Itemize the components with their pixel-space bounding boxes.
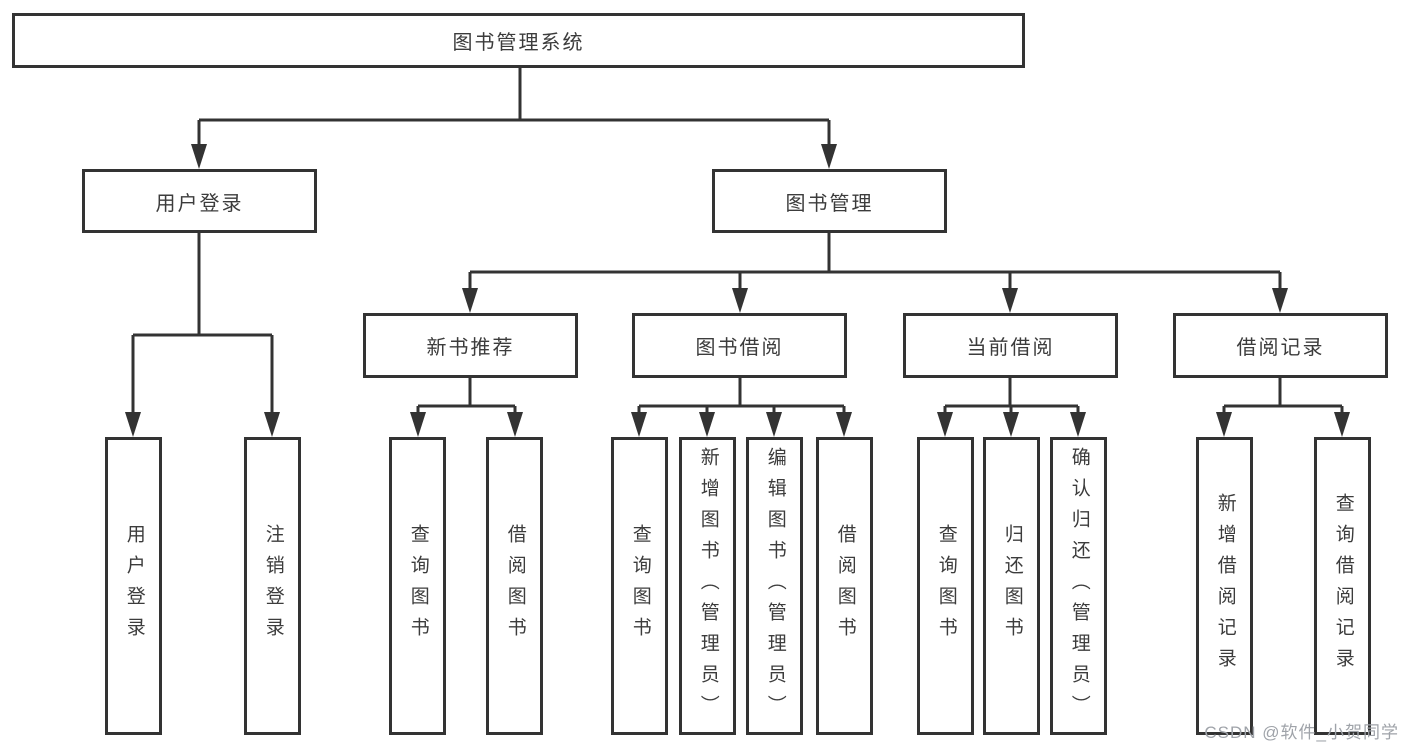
leaf-user-login-label: 用户登录 xyxy=(123,524,145,648)
leaf-borrow-query-books: 查询图书 xyxy=(611,437,668,735)
node-new-books-label: 新书推荐 xyxy=(426,337,515,359)
leaf-records-query-record-label: 查询借阅记录 xyxy=(1332,493,1354,679)
leaf-records-add-record: 新增借阅记录 xyxy=(1196,437,1253,735)
leaf-current-confirm-return-admin: 确认归还（管理员） xyxy=(1050,437,1107,735)
leaf-borrow-add-books-admin: 新增图书（管理员） xyxy=(679,437,736,735)
leaf-records-add-record-label: 新增借阅记录 xyxy=(1214,493,1236,679)
node-user-login-label: 用户登录 xyxy=(155,192,244,215)
leaf-records-query-record: 查询借阅记录 xyxy=(1314,437,1371,735)
node-borrow-records-label: 借阅记录 xyxy=(1236,337,1325,359)
leaf-borrow-edit-books-admin: 编辑图书（管理员） xyxy=(746,437,803,735)
leaf-borrow-borrow-books: 借阅图书 xyxy=(816,437,873,735)
node-book-borrow: 图书借阅 xyxy=(632,313,847,378)
leaf-current-confirm-return-admin-label: 确认归还（管理员） xyxy=(1068,446,1090,726)
leaf-borrow-borrow-books-label: 借阅图书 xyxy=(834,524,856,648)
node-new-books: 新书推荐 xyxy=(363,313,578,378)
leaf-newbooks-query-books-label: 查询图书 xyxy=(407,524,429,648)
leaf-user-login: 用户登录 xyxy=(105,437,162,735)
node-book-borrow-label: 图书借阅 xyxy=(695,337,784,359)
arrowheads xyxy=(125,144,1350,437)
leaf-newbooks-borrow-books-label: 借阅图书 xyxy=(504,524,526,648)
leaf-current-return-books-label: 归还图书 xyxy=(1001,524,1023,648)
leaf-current-query-books: 查询图书 xyxy=(917,437,974,735)
node-user-login: 用户登录 xyxy=(82,169,317,233)
leaf-logout: 注销登录 xyxy=(244,437,301,735)
node-current-borrow-label: 当前借阅 xyxy=(966,337,1055,359)
node-book-mgmt: 图书管理 xyxy=(712,169,947,233)
node-root: 图书管理系统 xyxy=(12,13,1025,68)
node-book-mgmt-label: 图书管理 xyxy=(785,192,874,215)
tree-edges xyxy=(131,68,1344,414)
node-root-label: 图书管理系统 xyxy=(452,32,585,54)
leaf-borrow-add-books-admin-label: 新增图书（管理员） xyxy=(697,446,719,726)
leaf-borrow-query-books-label: 查询图书 xyxy=(629,524,651,648)
leaf-newbooks-query-books: 查询图书 xyxy=(389,437,446,735)
leaf-current-query-books-label: 查询图书 xyxy=(935,524,957,648)
leaf-newbooks-borrow-books: 借阅图书 xyxy=(486,437,543,735)
leaf-logout-label: 注销登录 xyxy=(262,524,284,648)
node-current-borrow: 当前借阅 xyxy=(903,313,1118,378)
leaf-current-return-books: 归还图书 xyxy=(983,437,1040,735)
csdn-watermark: CSDN @软件_小贺同学 xyxy=(1204,723,1399,742)
node-borrow-records: 借阅记录 xyxy=(1173,313,1388,378)
leaf-borrow-edit-books-admin-label: 编辑图书（管理员） xyxy=(764,446,786,726)
